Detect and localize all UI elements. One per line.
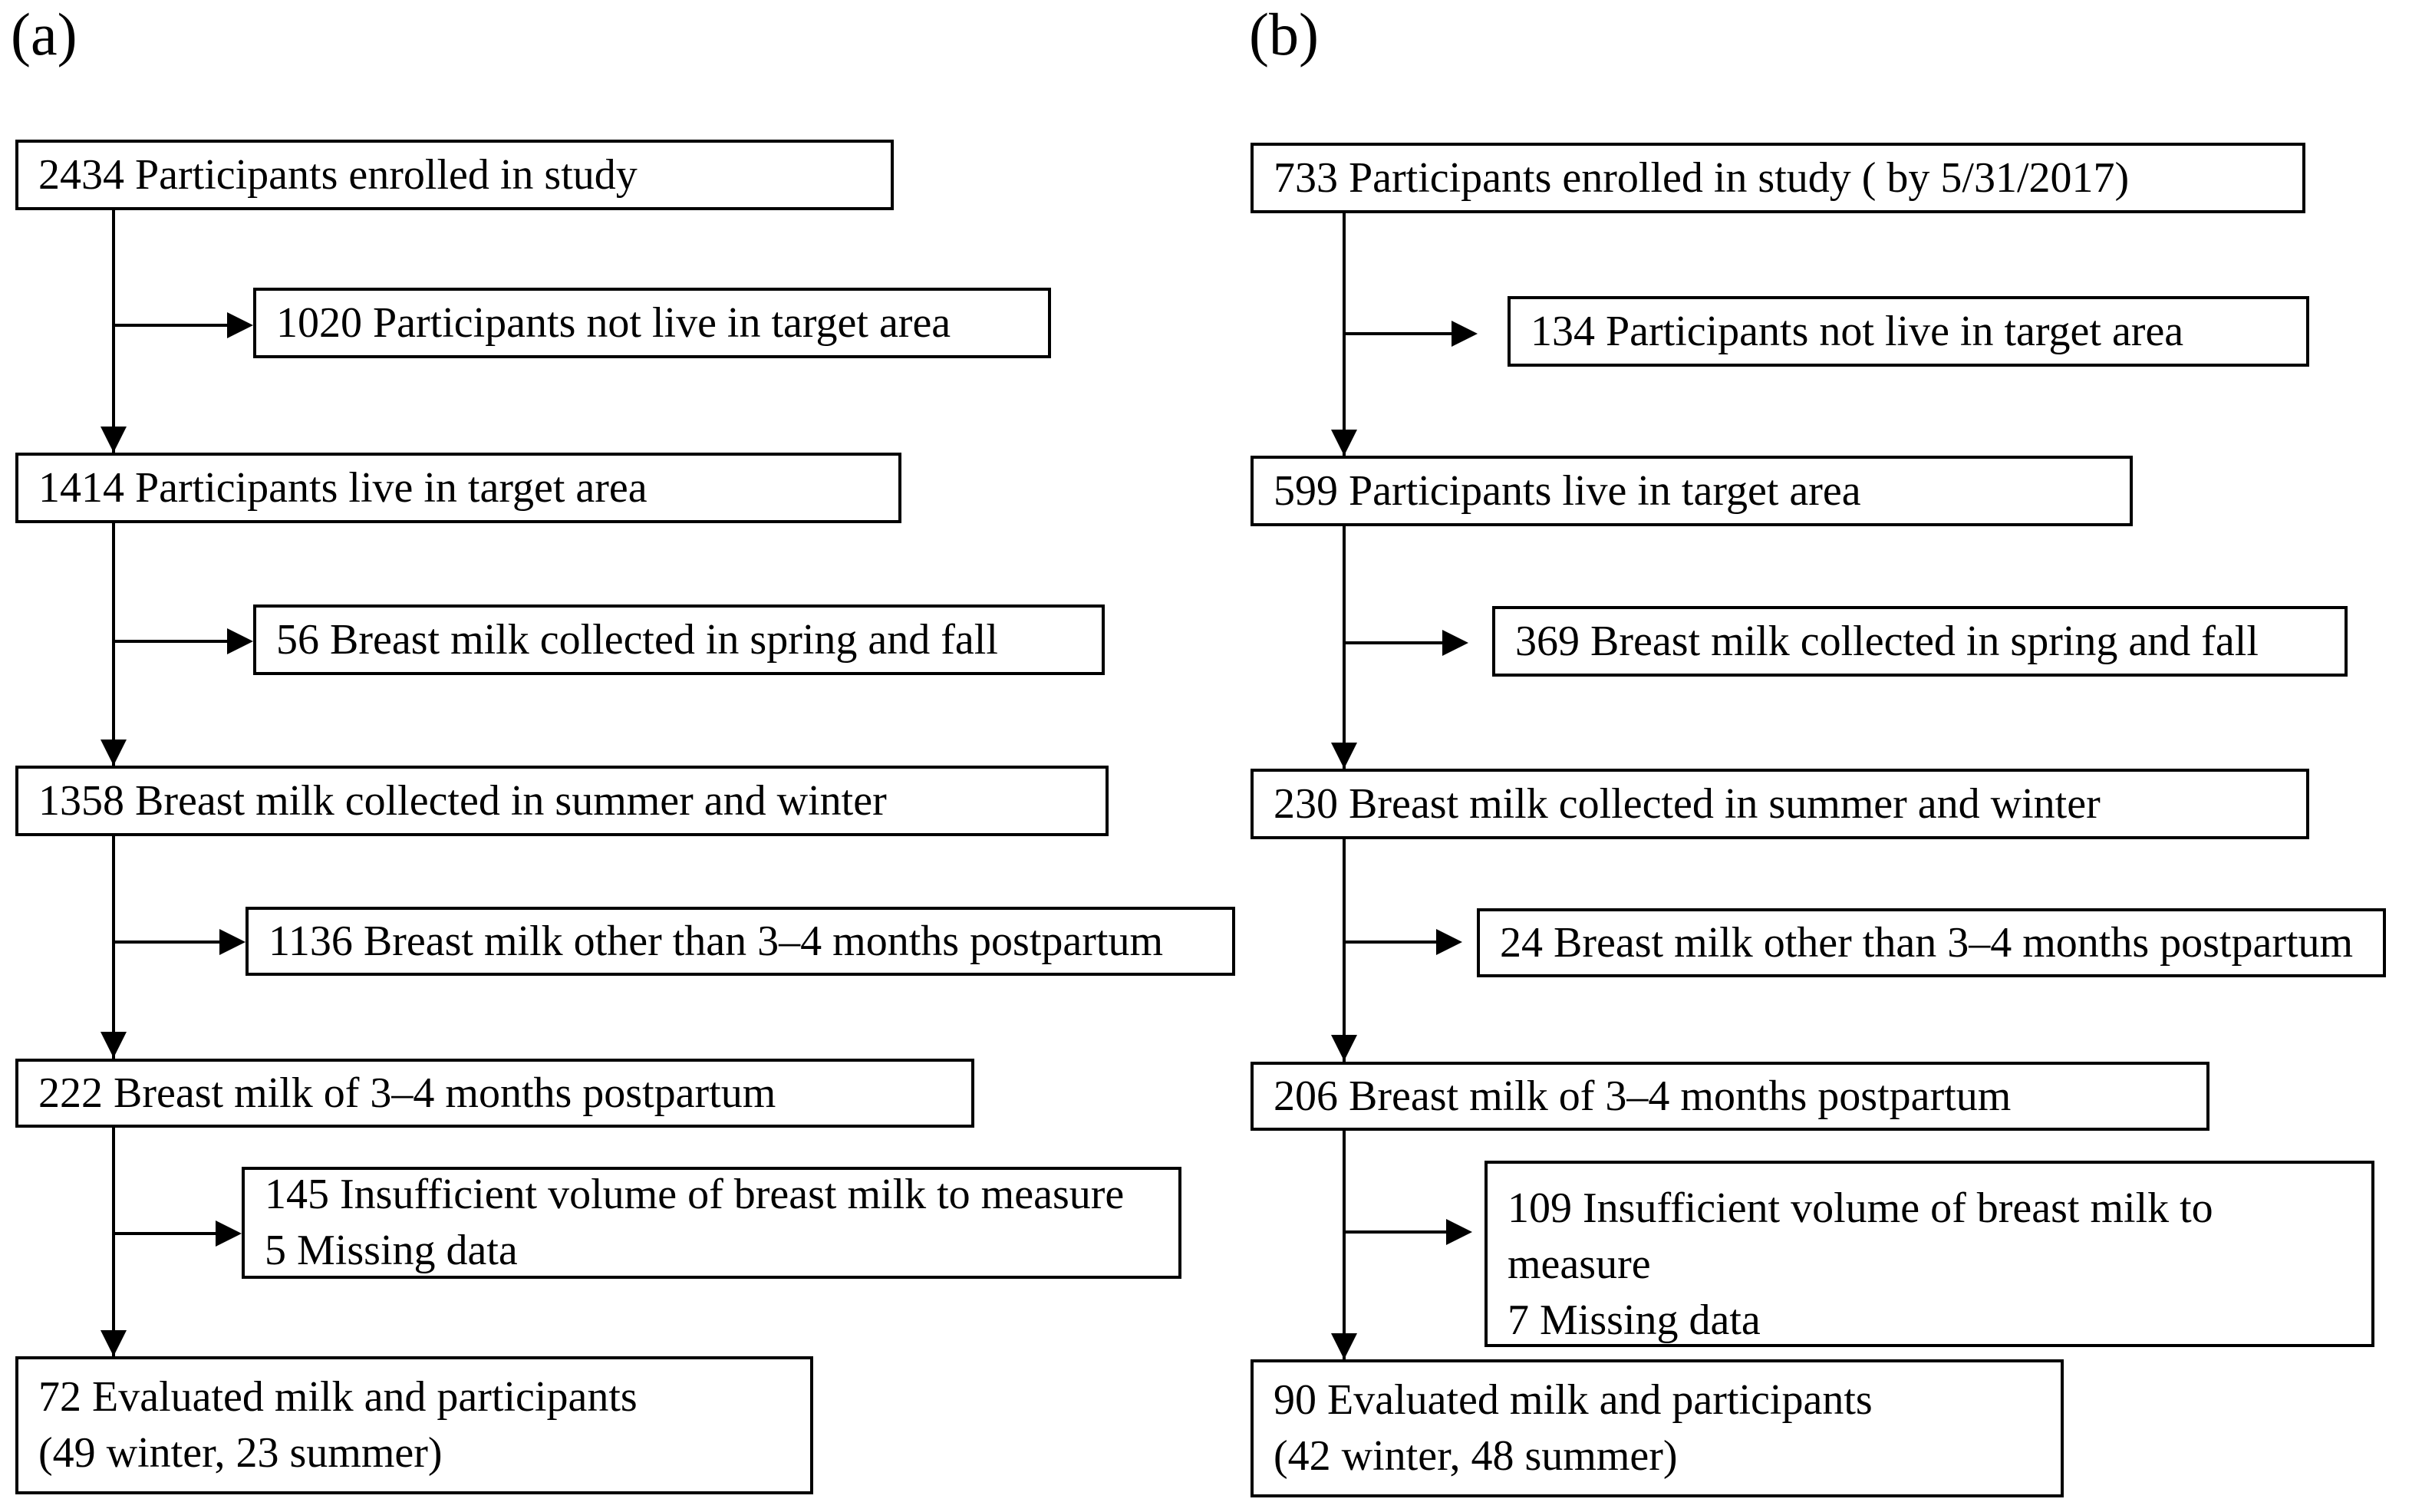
connector-a-1 (112, 210, 115, 453)
connector-a-4 (112, 1128, 115, 1356)
node-a-season-text: 1358 Breast milk collected in summer and… (38, 776, 887, 825)
node-b-target-text: 599 Participants live in target area (1274, 466, 1861, 515)
connector-b-4 (1343, 1131, 1346, 1359)
node-b-excl-4-text: 109 Insufficient volume of breast milk t… (1508, 1184, 2213, 1344)
node-b-enrolled-text: 733 Participants enrolled in study ( by … (1274, 153, 2130, 202)
arrow-right-b-2 (1442, 630, 1468, 656)
node-b-excl-3: 24 Breast milk other than 3–4 months pos… (1477, 908, 2386, 977)
node-a-season: 1358 Breast milk collected in summer and… (15, 766, 1109, 836)
connector-b-2 (1343, 526, 1346, 769)
node-b-postpartum-text: 206 Breast milk of 3–4 months postpartum (1274, 1072, 2012, 1120)
node-a-target-text: 1414 Participants live in target area (38, 463, 648, 512)
arrow-right-b-3 (1436, 929, 1462, 955)
panel-label-a: (a) (11, 1, 77, 68)
node-a-excl-2-text: 56 Breast milk collected in spring and f… (276, 615, 998, 664)
arrow-down-a-1 (101, 427, 127, 453)
node-b-excl-2-text: 369 Breast milk collected in spring and … (1515, 617, 2259, 665)
arrow-down-b-2 (1331, 743, 1357, 769)
node-b-season-text: 230 Breast milk collected in summer and … (1274, 779, 2101, 828)
branch-b-1 (1343, 332, 1465, 335)
branch-b-4 (1343, 1230, 1459, 1234)
branch-a-2 (112, 640, 241, 643)
branch-a-4 (112, 1232, 229, 1235)
connector-a-3 (112, 836, 115, 1059)
node-b-excl-1-text: 134 Participants not live in target area (1531, 307, 2184, 355)
node-a-evaluated-text: 72 Evaluated milk and participants (49 w… (38, 1373, 638, 1477)
node-b-evaluated-text: 90 Evaluated milk and participants (42 w… (1274, 1376, 1873, 1480)
arrow-right-a-3 (219, 929, 245, 955)
branch-a-3 (112, 940, 233, 944)
arrow-down-a-2 (101, 740, 127, 766)
node-a-postpartum-text: 222 Breast milk of 3–4 months postpartum (38, 1069, 776, 1117)
node-b-enrolled: 733 Participants enrolled in study ( by … (1251, 143, 2305, 213)
node-a-excl-3-text: 1136 Breast milk other than 3–4 months p… (269, 917, 1164, 965)
arrow-down-b-3 (1331, 1035, 1357, 1061)
arrow-right-a-2 (227, 628, 253, 654)
node-b-evaluated: 90 Evaluated milk and participants (42 w… (1251, 1359, 2064, 1497)
node-a-enrolled-text: 2434 Participants enrolled in study (38, 150, 638, 199)
node-b-season: 230 Breast milk collected in summer and … (1251, 769, 2309, 839)
branch-a-1 (112, 324, 241, 327)
node-b-excl-2: 369 Breast milk collected in spring and … (1492, 606, 2348, 677)
arrow-right-b-4 (1446, 1219, 1472, 1245)
connector-b-3 (1343, 839, 1346, 1062)
node-b-postpartum: 206 Breast milk of 3–4 months postpartum (1251, 1062, 2209, 1131)
branch-b-2 (1343, 641, 1456, 644)
node-a-enrolled: 2434 Participants enrolled in study (15, 140, 894, 210)
arrow-right-a-4 (216, 1220, 242, 1247)
panel-label-b: (b) (1249, 1, 1319, 68)
node-a-excl-4-text: 145 Insufficient volume of breast milk t… (265, 1171, 1125, 1274)
arrow-down-a-3 (101, 1032, 127, 1058)
node-a-excl-4: 145 Insufficient volume of breast milk t… (242, 1167, 1181, 1279)
node-a-excl-2: 56 Breast milk collected in spring and f… (253, 604, 1105, 675)
node-a-evaluated: 72 Evaluated milk and participants (49 w… (15, 1356, 813, 1494)
node-b-target: 599 Participants live in target area (1251, 456, 2133, 526)
connector-a-2 (112, 523, 115, 766)
node-b-excl-1: 134 Participants not live in target area (1508, 296, 2309, 367)
arrow-right-a-1 (227, 312, 253, 338)
node-b-excl-4: 109 Insufficient volume of breast milk t… (1485, 1161, 2374, 1347)
node-a-excl-1-text: 1020 Participants not live in target are… (276, 298, 951, 347)
node-a-excl-1: 1020 Participants not live in target are… (253, 288, 1051, 358)
branch-b-3 (1343, 940, 1450, 944)
node-a-postpartum: 222 Breast milk of 3–4 months postpartum (15, 1059, 974, 1128)
arrow-down-b-4 (1331, 1333, 1357, 1359)
node-a-excl-3: 1136 Breast milk other than 3–4 months p… (245, 907, 1235, 976)
arrow-right-b-1 (1452, 321, 1478, 347)
node-b-excl-3-text: 24 Breast milk other than 3–4 months pos… (1500, 918, 2354, 967)
node-a-target: 1414 Participants live in target area (15, 453, 901, 523)
arrow-down-a-4 (101, 1330, 127, 1356)
arrow-down-b-1 (1331, 430, 1357, 456)
